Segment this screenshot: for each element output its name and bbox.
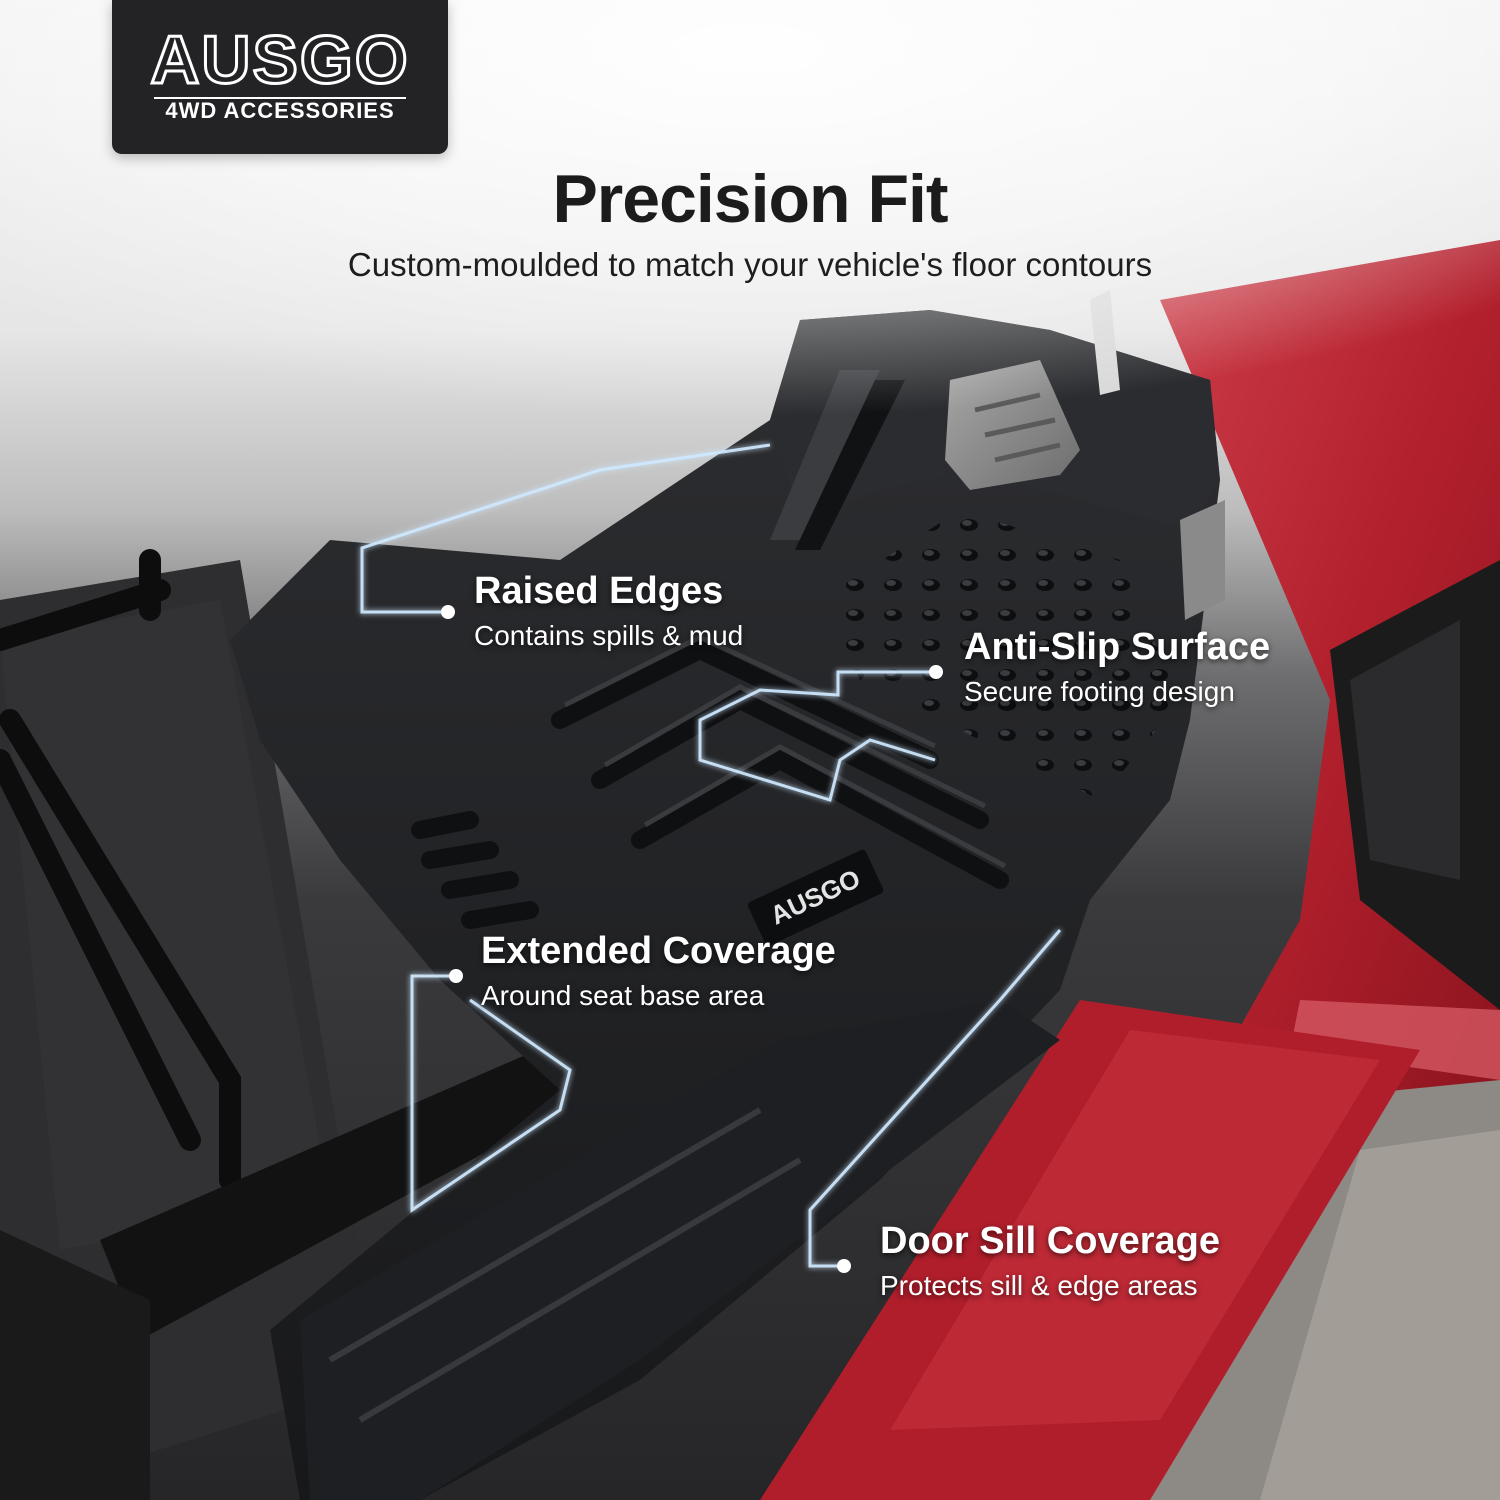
- feature-description: Protects sill & edge areas: [880, 1269, 1198, 1301]
- raised-edges-line: [360, 443, 771, 614]
- raised-edges-dot: [441, 605, 455, 619]
- anti-slip-dot: [929, 665, 943, 679]
- feature-title: Raised Edges: [474, 570, 724, 612]
- logo-tagline: 4WD ACCESSORIES: [165, 98, 395, 123]
- feature-callout-anti-slip: Anti-Slip Surface Secure footing design: [964, 626, 1270, 710]
- feature-description: Contains spills & mud: [474, 619, 744, 651]
- accelerator-pedal: [1180, 500, 1225, 620]
- feature-title: Extended Coverage: [481, 930, 836, 972]
- logo-wordmark: AUSGO: [149, 22, 410, 98]
- feature-description: Around seat base area: [481, 979, 765, 1011]
- feature-callout-extended-coverage: Extended Coverage Around seat base area: [481, 930, 836, 1014]
- brand-logo: AUSGO 4WD ACCESSORIES: [112, 0, 448, 154]
- extended-coverage-dot: [449, 969, 463, 983]
- door-sill-line: [808, 929, 1062, 1268]
- page-title: Precision Fit: [552, 161, 948, 237]
- feature-title: Door Sill Coverage: [880, 1220, 1220, 1262]
- feature-description: Secure footing design: [964, 675, 1235, 707]
- seat-frame: [0, 549, 241, 1191]
- page-subtitle: Custom-moulded to match your vehicle's f…: [347, 246, 1153, 283]
- feature-callout-door-sill: Door Sill Coverage Protects sill & edge …: [880, 1220, 1220, 1304]
- feature-title: Anti-Slip Surface: [964, 626, 1271, 668]
- logo-divider: [154, 97, 406, 99]
- door-sill-dot: [837, 1259, 851, 1273]
- anti-slip-line: [698, 670, 936, 802]
- extended-coverage-line: [410, 974, 572, 1213]
- feature-callout-raised-edges: Raised Edges Contains spills & mud: [474, 570, 743, 654]
